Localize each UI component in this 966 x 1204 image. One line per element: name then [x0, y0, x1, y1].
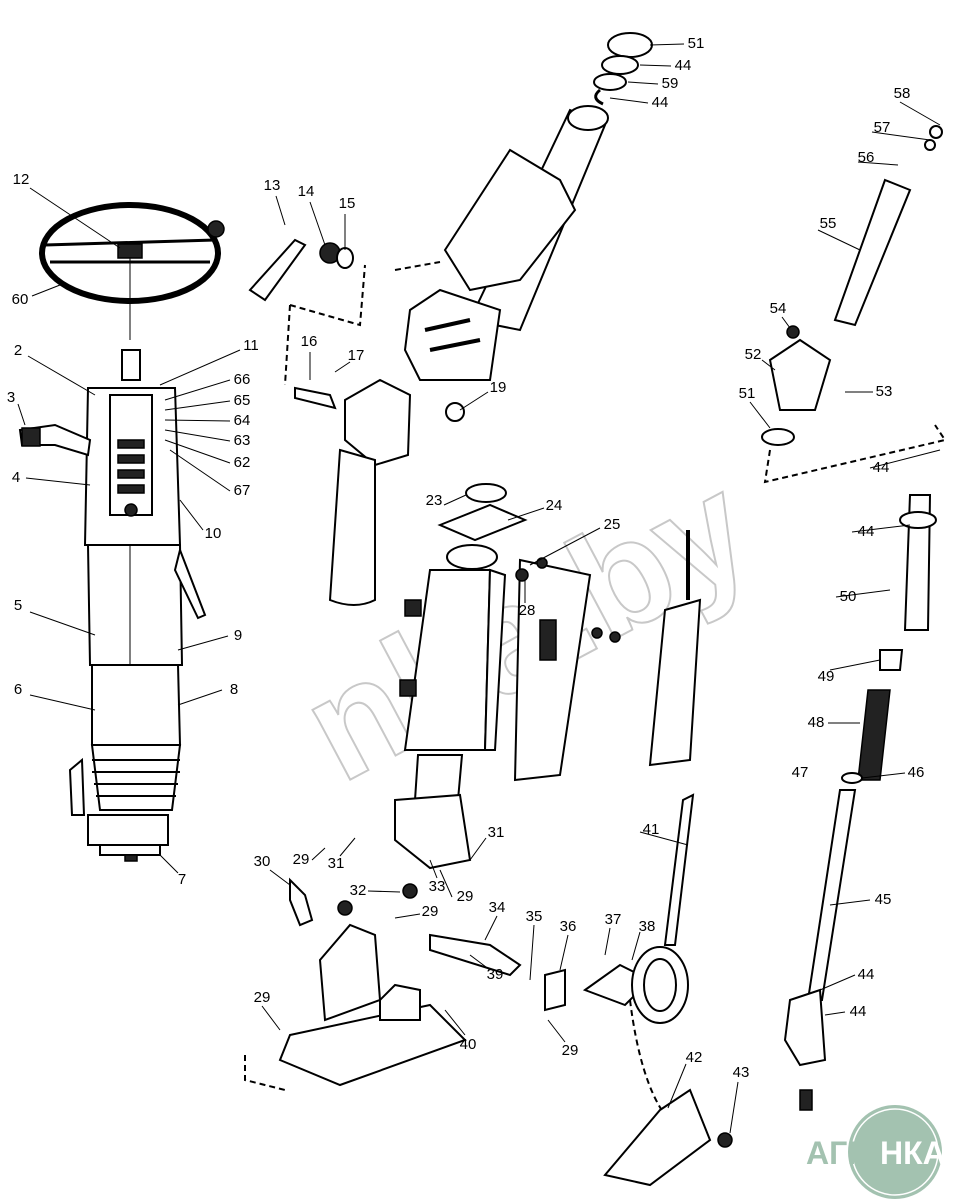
- part-label: 9: [234, 627, 242, 644]
- part-label: 66: [234, 371, 251, 388]
- part-label: 4: [12, 469, 20, 486]
- part-label: 67: [234, 482, 251, 499]
- agronka-logo: АГРО НКА: [806, 1105, 946, 1199]
- part-label: 29: [457, 888, 474, 905]
- part-label: 56: [858, 149, 875, 166]
- part-label: 11: [243, 337, 259, 354]
- part-label: 25: [604, 516, 621, 533]
- part-label: 8: [230, 681, 238, 698]
- part-label: 38: [639, 918, 656, 935]
- part-label: 13: [264, 177, 281, 194]
- leader-lines: [17, 43, 941, 1134]
- part-label: 43: [733, 1064, 750, 1081]
- part-label: 42: [686, 1049, 703, 1066]
- part-label: 19: [490, 379, 507, 396]
- part-label: 39: [487, 966, 504, 983]
- part-label: 59: [662, 75, 679, 92]
- part-label: 40: [460, 1036, 477, 1053]
- part-label: 55: [820, 215, 837, 232]
- part-label: 17: [348, 347, 365, 364]
- part-label: 60: [12, 291, 29, 308]
- part-label: 5: [14, 597, 22, 614]
- part-label: 37: [605, 911, 622, 928]
- part-label: 29: [562, 1042, 579, 1059]
- part-label: 62: [234, 454, 251, 471]
- base-bracket: [244, 793, 733, 1187]
- part-label: 54: [770, 300, 787, 317]
- part-label: 3: [7, 389, 15, 406]
- part-label: 31: [328, 855, 345, 872]
- part-label: 35: [526, 908, 543, 925]
- part-label: 44: [873, 459, 890, 476]
- part-label: 63: [234, 432, 251, 449]
- part-label: 52: [745, 346, 762, 363]
- part-label: 15: [339, 195, 356, 212]
- part-label: 51: [688, 35, 705, 52]
- part-label: 31: [488, 824, 505, 841]
- part-label: 14: [298, 183, 315, 200]
- part-label: 32: [350, 882, 367, 899]
- part-label: 50: [840, 588, 857, 605]
- upper-column: [394, 32, 653, 381]
- part-label: 29: [254, 989, 271, 1006]
- part-label: 65: [234, 392, 251, 409]
- part-label: 49: [818, 668, 835, 685]
- part-label: 44: [858, 966, 875, 983]
- right-shaft: [761, 125, 947, 1111]
- part-label: 46: [908, 764, 925, 781]
- middle-column: [248, 238, 702, 870]
- part-label: 2: [14, 342, 22, 359]
- part-label: 29: [293, 851, 310, 868]
- part-label: 45: [875, 891, 892, 908]
- part-label: 29: [422, 903, 439, 920]
- steering-wheel: [39, 202, 225, 340]
- part-label: 47: [792, 764, 809, 781]
- part-label: 48: [808, 714, 825, 731]
- part-label: 51: [739, 385, 756, 402]
- part-label: 7: [178, 871, 186, 888]
- part-label: 58: [894, 85, 911, 102]
- part-label: 24: [546, 497, 563, 514]
- svg-text:НКА: НКА: [880, 1135, 946, 1171]
- part-label: 64: [234, 412, 251, 429]
- part-label: 16: [301, 333, 318, 350]
- part-label: 34: [489, 899, 506, 916]
- part-label: 6: [14, 681, 22, 698]
- part-label: 36: [560, 918, 577, 935]
- part-label: 44: [652, 94, 669, 111]
- part-label: 23: [426, 492, 443, 509]
- part-label: 53: [876, 383, 893, 400]
- part-label: 57: [874, 119, 891, 136]
- part-label: 44: [858, 523, 875, 540]
- svg-text:АГРО: АГРО: [806, 1135, 893, 1171]
- part-label: 30: [254, 853, 271, 870]
- part-labels: 51 44 59 44 58 57 56 55 54 52 53 51 44 4…: [7, 35, 925, 1081]
- column-housing: [18, 349, 207, 862]
- part-label: 33: [429, 878, 446, 895]
- part-label: 10: [205, 525, 222, 542]
- part-label: 28: [519, 602, 536, 619]
- part-label: 12: [13, 171, 30, 188]
- part-label: 44: [850, 1003, 867, 1020]
- part-label: 44: [675, 57, 692, 74]
